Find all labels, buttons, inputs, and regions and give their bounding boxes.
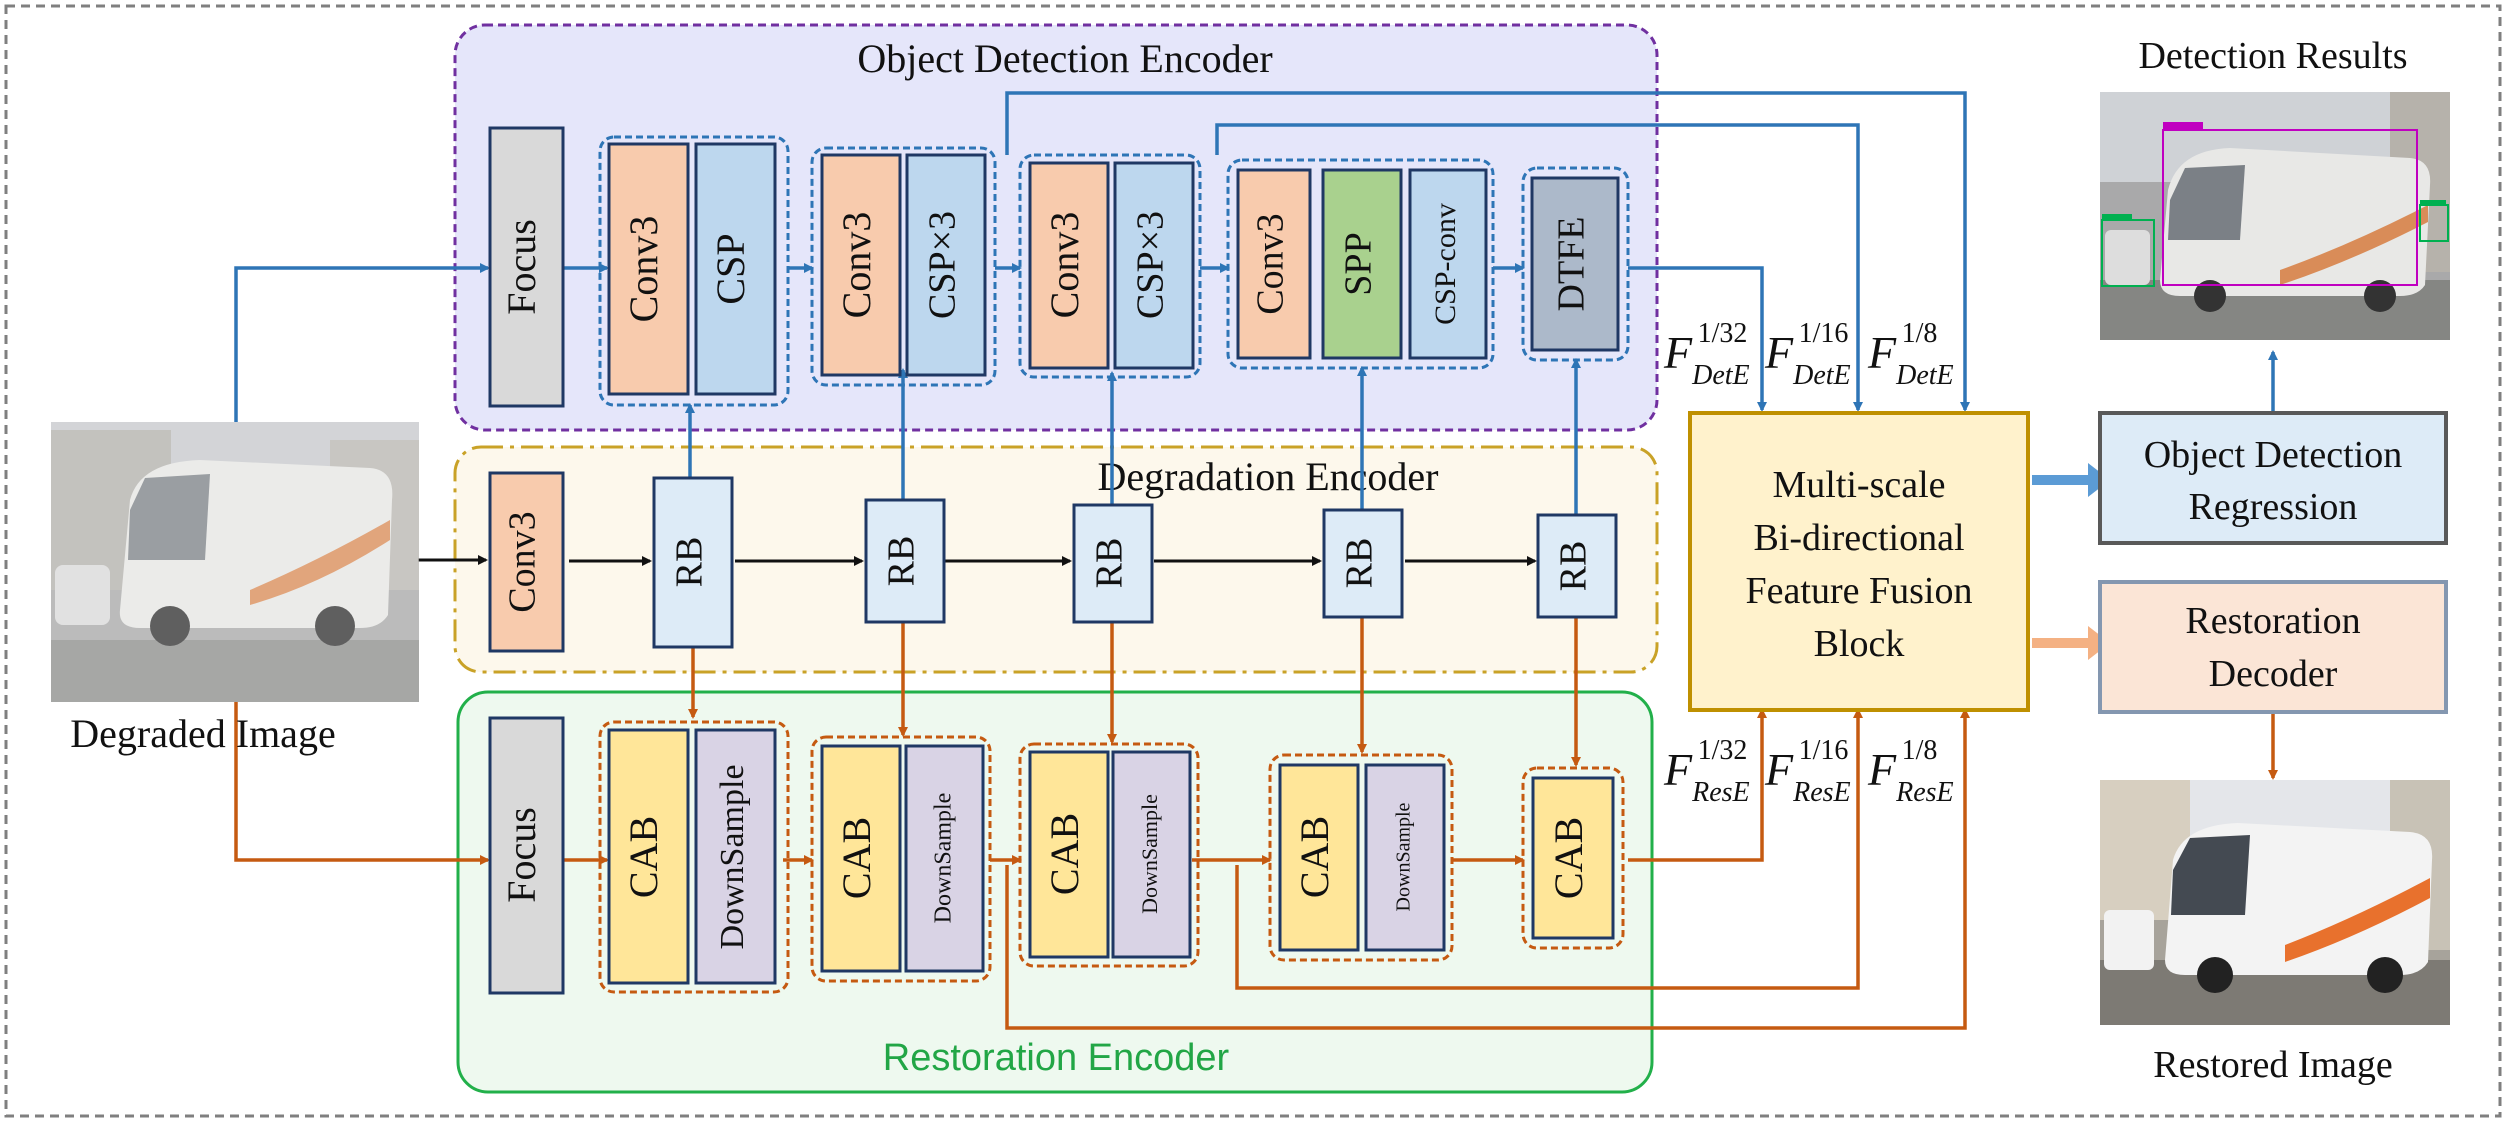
det-csp3-block-2 (1113, 161, 1195, 370)
det-conv3-label-2: Conv3 (834, 212, 879, 319)
res-group-1 (598, 720, 790, 994)
detection-encoder-title: Object Detection Encoder (857, 36, 1272, 81)
res-group-2 (810, 735, 992, 983)
degradation-encoder-title: Degradation Encoder (1098, 454, 1439, 499)
res-cab-label-5: CAB (1546, 817, 1591, 899)
res-group-3 (1018, 742, 1200, 968)
fusion-to-restoration-arrow (2032, 626, 2110, 660)
det-csp3-label-2: CSP×3 (1130, 211, 1172, 319)
f-res-32: FResE1/32 (1663, 735, 1750, 808)
fusion-block (1688, 411, 2030, 712)
fusion-line-3: Feature Fusion (1746, 570, 1973, 612)
res-downsample-block-2 (904, 744, 985, 973)
det-group-3 (1018, 153, 1202, 379)
rb-block-2 (864, 498, 946, 624)
det-cspconv-label: CSP-conv (1429, 203, 1462, 325)
det-dtfe-label: DTFE (1551, 217, 1593, 312)
rb-label-3: RB (1089, 538, 1131, 589)
outer-frame (4, 4, 2502, 1118)
rb-label-4: RB (1339, 538, 1381, 589)
res-downsample-label-1: DownSample (714, 764, 751, 949)
det-feature-labels: FDetE1/32 FDetE1/16 FDetE1/8 (1663, 318, 1954, 391)
fusion-line-2: Bi-directional (1753, 517, 1964, 559)
det-focus-label: Focus (499, 219, 544, 315)
det-conv3-block-4 (1236, 168, 1312, 360)
restored-image (2100, 780, 2450, 1025)
f-det-16: FDetE1/16 (1764, 318, 1851, 391)
det-group-2 (810, 146, 997, 387)
f-det-32: FDetE1/32 (1663, 318, 1750, 391)
res-downsample-label-4: DownSample (1393, 802, 1415, 911)
fusion-to-detection-arrow (2032, 463, 2110, 497)
res-cab-block-1 (607, 728, 690, 985)
rb-block-1 (652, 476, 734, 649)
det-spp-block (1321, 168, 1403, 360)
det-focus-block (488, 126, 565, 408)
det-csp-label: CSP (708, 233, 753, 304)
f-res-16: FResE1/16 (1764, 735, 1851, 808)
black-arrows (418, 555, 1537, 566)
det-cspconv-block (1408, 168, 1488, 360)
rb-block-3 (1072, 503, 1154, 624)
restoration-decoder-block (2098, 580, 2448, 714)
orange-arrows (234, 617, 2278, 1030)
degraded-image-caption: Degraded Image (70, 711, 335, 756)
det-group-4 (1226, 158, 1495, 370)
rb-label-5: RB (1553, 541, 1595, 592)
det-group-5 (1521, 166, 1630, 362)
detection-regression-line-2: Regression (2189, 486, 2358, 528)
det-conv3-block-2 (820, 153, 902, 377)
detection-results-caption: Detection Results (2138, 35, 2407, 77)
deg-conv3-label: Conv3 (502, 511, 544, 612)
res-focus-label: Focus (499, 807, 544, 903)
res-downsample-label-3: DownSample (1137, 794, 1162, 914)
res-group-4 (1268, 753, 1454, 962)
det-spp-label: SPP (1338, 232, 1380, 295)
fusion-line-4: Block (1814, 623, 1905, 665)
restoration-decoder-line-2: Decoder (2209, 653, 2338, 695)
res-cab-block-5 (1531, 776, 1615, 940)
det-conv3-label-3: Conv3 (1042, 212, 1087, 319)
det-conv3-label-1: Conv3 (621, 216, 666, 323)
rb-label-2: RB (881, 536, 923, 587)
f-det-8: FDetE1/8 (1867, 318, 1954, 391)
detection-regression-block (2098, 411, 2448, 545)
degraded-image (51, 422, 419, 702)
det-csp-block (694, 142, 777, 396)
fusion-line-1: Multi-scale (1772, 464, 1945, 506)
res-downsample-block-3 (1111, 750, 1192, 959)
rb-block-4 (1322, 508, 1404, 619)
det-conv3-block-1 (607, 142, 690, 396)
det-dtfe-block (1530, 176, 1620, 352)
detection-results-image (2100, 92, 2450, 340)
det-csp3-block-1 (905, 153, 987, 377)
res-feature-labels: FResE1/32 FResE1/16 FResE1/8 (1663, 735, 1954, 808)
rb-label-1: RB (669, 537, 711, 588)
det-conv3-label-4: Conv3 (1250, 213, 1292, 314)
res-cab-label-1: CAB (621, 816, 666, 898)
restoration-decoder-line-1: Restoration (2185, 600, 2360, 642)
restoration-encoder-title: Restoration Encoder (883, 1037, 1230, 1079)
res-focus-block (488, 716, 565, 995)
det-csp3-label-1: CSP×3 (922, 211, 964, 319)
res-downsample-block-1 (694, 728, 777, 985)
det-group-1 (598, 135, 790, 407)
res-cab-block-3 (1028, 750, 1110, 959)
res-cab-block-4 (1278, 763, 1360, 952)
f-res-8: FResE1/8 (1867, 735, 1954, 808)
rb-block-5 (1536, 513, 1618, 619)
res-downsample-label-2: DownSample (931, 793, 957, 924)
res-downsample-block-4 (1364, 763, 1446, 952)
deg-conv3-block (488, 471, 565, 653)
res-cab-block-2 (820, 744, 902, 973)
detection-regression-line-1: Object Detection (2144, 434, 2403, 476)
restored-image-caption: Restored Image (2153, 1044, 2393, 1086)
res-group-5 (1521, 766, 1625, 950)
det-conv3-block-3 (1028, 161, 1110, 370)
res-cab-label-3: CAB (1042, 813, 1087, 895)
res-cab-label-4: CAB (1292, 816, 1337, 898)
res-cab-label-2: CAB (834, 817, 879, 899)
